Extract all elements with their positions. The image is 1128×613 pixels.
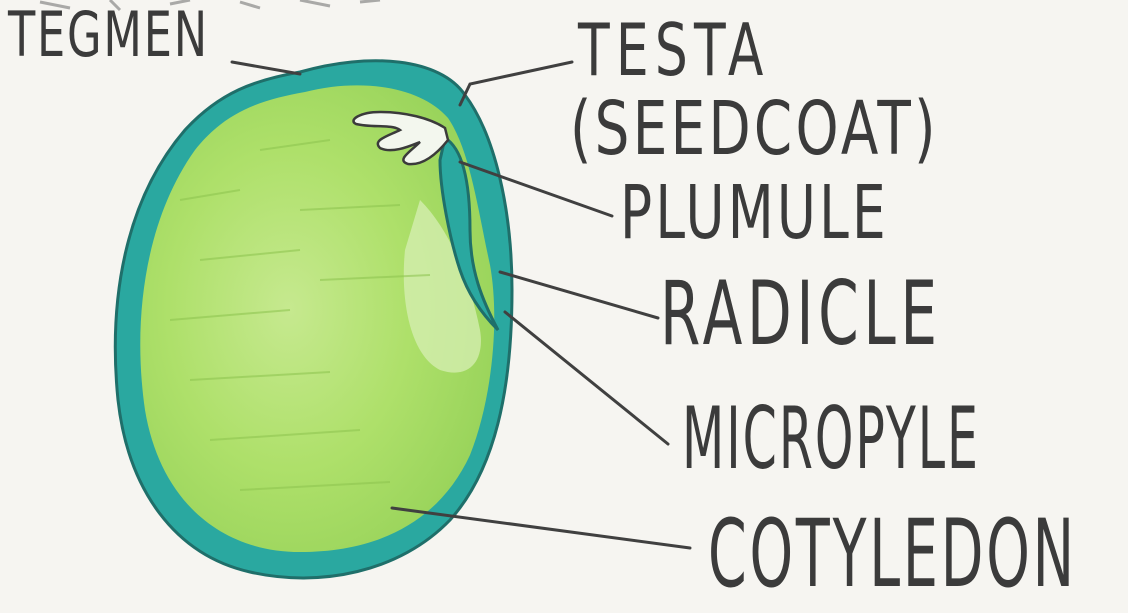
label-radicle: RADICLE: [660, 270, 942, 358]
radicle-leader-line: [500, 272, 658, 318]
micropyle-leader-line: [505, 312, 668, 444]
testa-leader-line: [460, 62, 572, 105]
label-tegmen: TEGMEN: [8, 4, 209, 66]
tegmen-leader-line: [232, 62, 300, 74]
label-seed-coat: (SEEDCOAT): [570, 92, 939, 166]
label-testa: TESTA: [578, 14, 770, 86]
label-plumule: PLUMULE: [620, 176, 889, 250]
label-cotyledon: COTYLEDON: [708, 508, 1077, 602]
label-micropyle: MICROPYLE: [682, 396, 980, 482]
